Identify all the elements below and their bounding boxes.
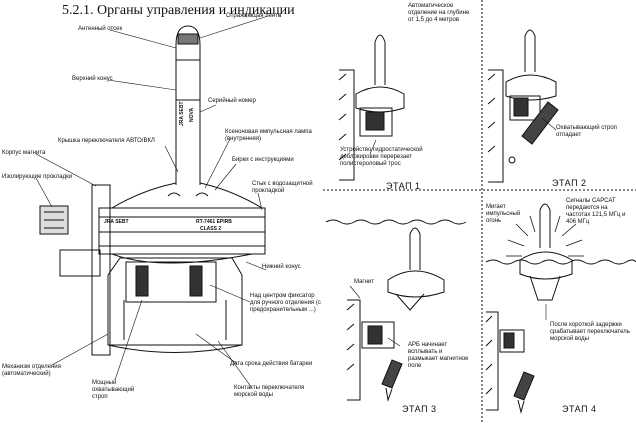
lower-cone-body — [107, 344, 243, 353]
stage3-beacon — [387, 270, 445, 298]
label-insulating-pads: Изолирующие прокладки — [2, 174, 73, 180]
stage4-flash-note: Мигает импульсный огонь — [486, 204, 521, 224]
stage4-water-surface — [485, 259, 636, 265]
device-brand: JRA SEBT — [104, 219, 129, 225]
label-fixator-center: Над центром фиксатор для ручного отделен… — [250, 293, 321, 313]
stage1-wall — [339, 69, 355, 181]
label-seawater-contacts: Контакты переключателя морской воды — [234, 385, 305, 398]
stage4-title: ЭТАП 4 — [562, 404, 597, 414]
stage2-note: Охватывающий строп отпадает — [556, 125, 617, 138]
stage4-beacon — [519, 251, 573, 280]
stage3-title: ЭТАП 3 — [402, 404, 437, 414]
collar-band — [98, 207, 266, 255]
cone-model: NOVA — [189, 107, 195, 122]
bracket-arm — [59, 249, 101, 277]
wall-bracket — [91, 184, 111, 356]
stage4-wall — [486, 311, 499, 411]
upper-cone-body — [110, 182, 264, 209]
antenna-mast — [175, 25, 201, 185]
device-class: CLASS 2 — [200, 226, 222, 232]
label-lower-cone: Нижний конус — [262, 264, 301, 270]
cone-brand: JRA SEBT — [179, 101, 185, 126]
label-switch-cover: Крышка переключателя АВТО/ВКЛ — [58, 138, 155, 144]
device-model: RT-7461 EPIRB — [196, 219, 232, 225]
label-reflective-tape: Отражающая лента — [226, 13, 282, 19]
label-release-mechanism: Механизм отделения (автоматический) — [2, 364, 61, 377]
label-instruction-tags: Бирки с инструкциями — [232, 157, 294, 163]
label-strong-sling: Мощный охватывающий строп — [92, 380, 135, 400]
label-antenna: Антенный отсек — [78, 26, 123, 32]
label-xenon-lamp: Ксеноновая импульсная лампа (внутренняя) — [225, 129, 312, 142]
stage4-flash-rays — [506, 215, 584, 257]
label-magnet-housing: Корпус магнита — [2, 150, 46, 156]
label-serial-number: Серийный номер — [208, 98, 256, 104]
section-heading: 5.2.1. Органы управления и индикации — [62, 3, 295, 18]
stage1-title: ЭТАП 1 — [386, 181, 421, 191]
stage3-note: АРБ начинает всплывать и размыкает магни… — [408, 342, 469, 369]
reflective-tape — [177, 33, 199, 45]
stage3-magnet-label: Магнит — [354, 279, 375, 285]
stage2-falling-sling — [521, 101, 559, 145]
label-upper-cone: Верхний конус — [72, 76, 113, 82]
stage1-note-bottom: Устройство гидростатической деблокировки… — [340, 147, 423, 167]
stage2-wall — [488, 69, 504, 183]
stage2-title: ЭТАП 2 — [552, 178, 587, 188]
stage1-note-top: Автоматическое отделение на глубине от 1… — [408, 3, 470, 23]
fixator-box — [125, 261, 217, 303]
stage4-signals-note: Сигналы САРСАТ передаются на частотах 12… — [566, 198, 626, 225]
label-battery-date: Дата срока действия батареи — [230, 361, 313, 367]
stage4-note: После короткой задержки срабатывает пере… — [550, 322, 630, 342]
stage3-wall — [347, 299, 361, 401]
stage3-water-surface — [325, 219, 467, 225]
label-waterproof-joint: Стык с водозащитной прокладкой — [252, 181, 313, 194]
stage1-beacon — [355, 86, 405, 113]
